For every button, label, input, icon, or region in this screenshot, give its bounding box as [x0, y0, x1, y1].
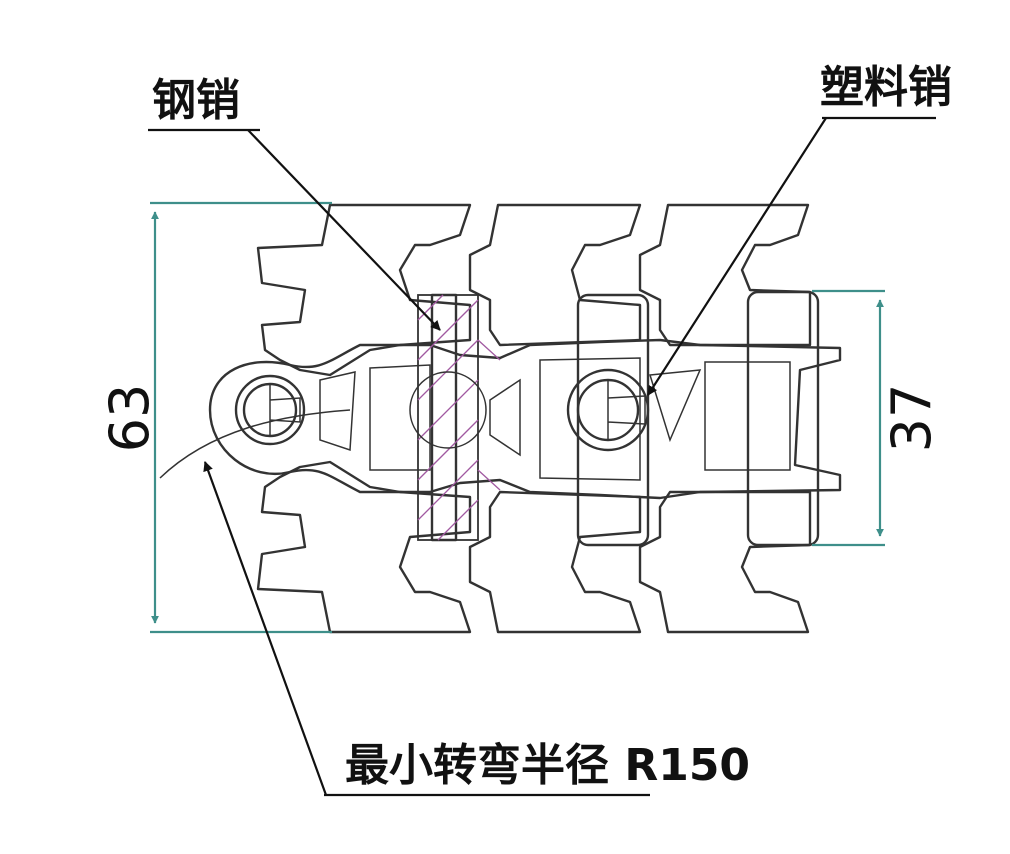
pin-left	[234, 374, 306, 446]
turning-radius-arc	[159, 409, 351, 479]
chain-link-left	[256, 203, 472, 634]
steel-pin	[409, 293, 501, 542]
dimension-37	[812, 289, 885, 547]
radius-leader	[203, 461, 650, 797]
dimension-37-label: 37	[880, 384, 943, 453]
steel-pin-label: 钢销	[152, 75, 240, 126]
steel-pin-leader	[148, 128, 441, 331]
min-radius-label: 最小转弯半径 R150	[345, 740, 750, 791]
chain-link-right	[638, 203, 812, 634]
plastic-pin-leader	[647, 116, 936, 396]
dimension-63-label: 63	[98, 384, 161, 453]
pin-plastic	[566, 368, 650, 452]
link-body	[208, 338, 842, 500]
plastic-pin-label: 塑料销	[820, 62, 952, 113]
side-rollers	[576, 290, 820, 547]
chain-link-middle	[468, 203, 642, 634]
dimension-63	[150, 201, 332, 634]
